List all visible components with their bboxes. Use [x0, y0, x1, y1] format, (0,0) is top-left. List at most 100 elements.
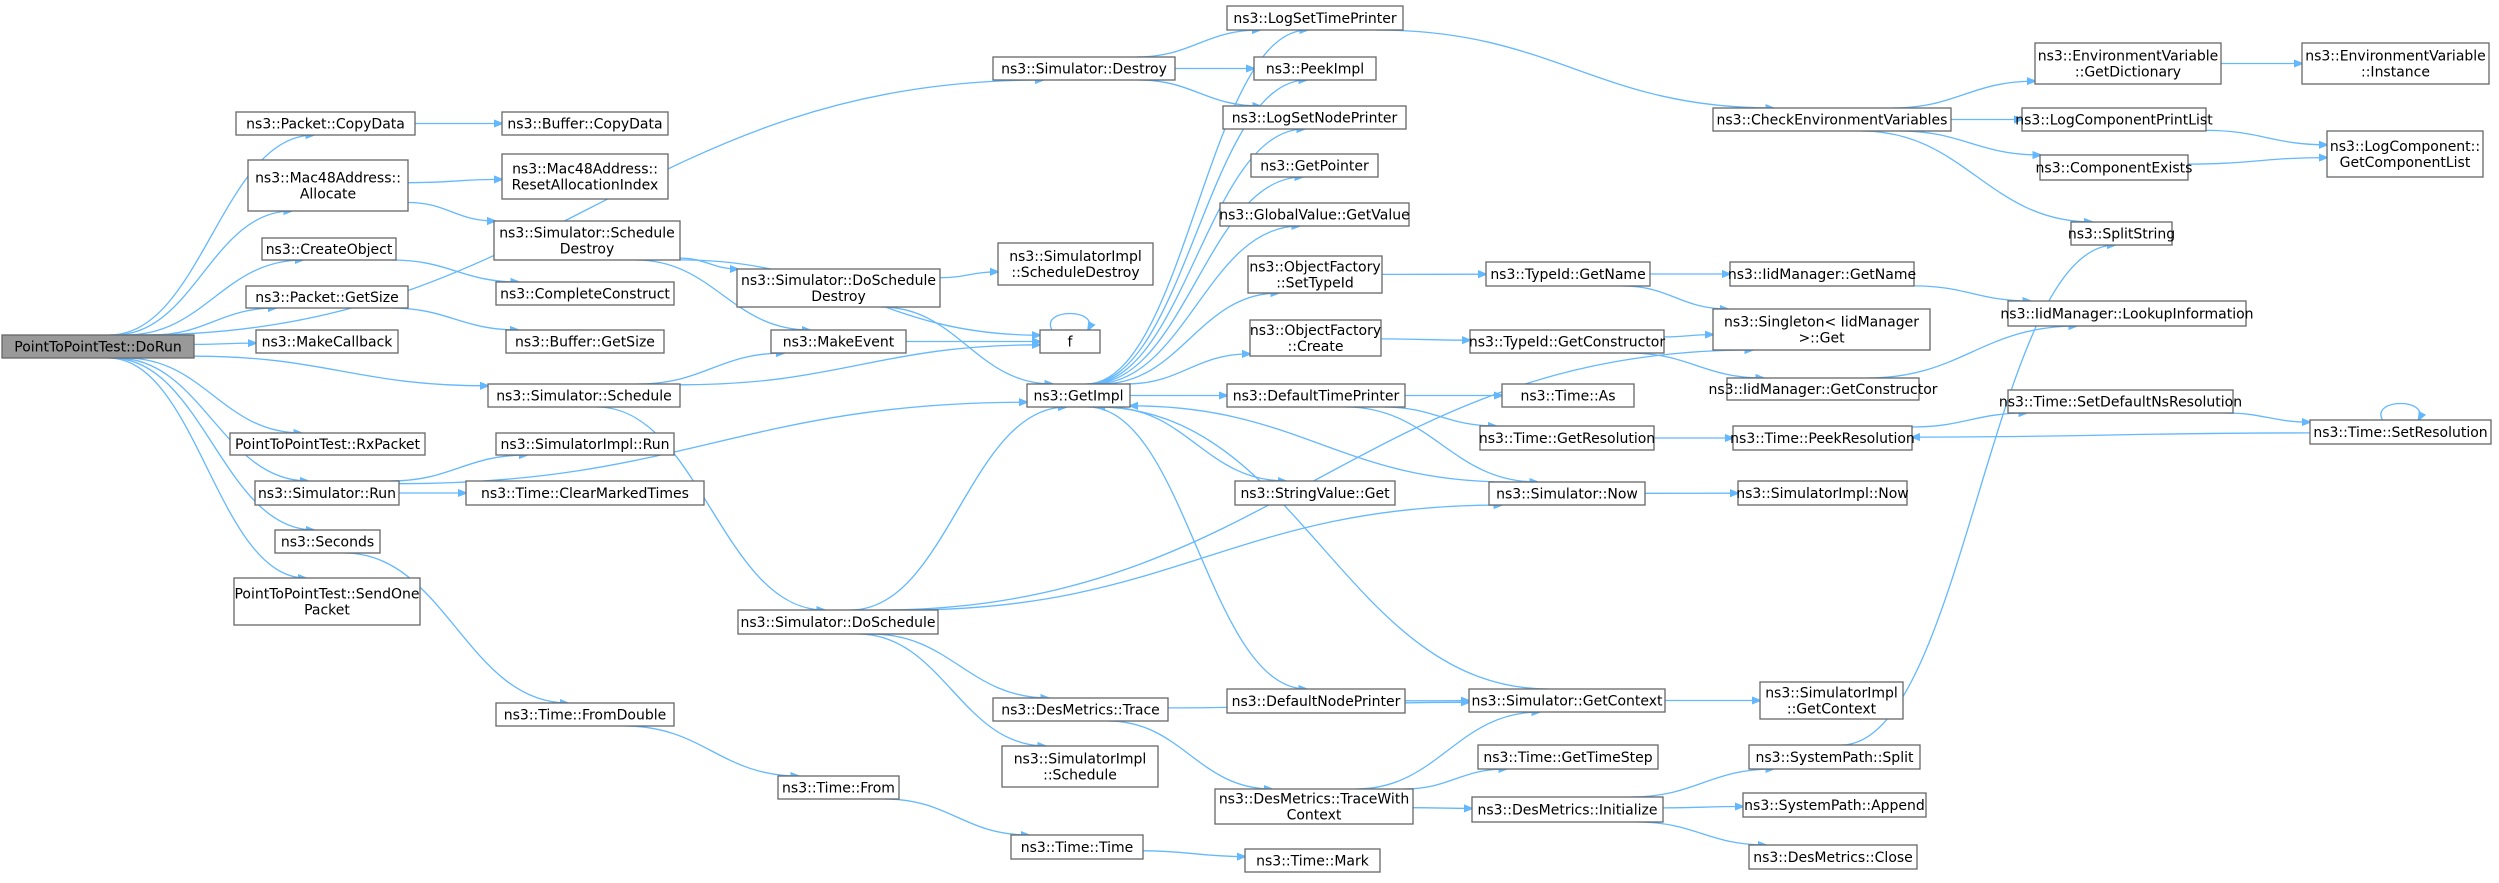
node-box[interactable]: [1748, 744, 1921, 770]
node-time_time[interactable]: ns3::Time::Time: [1010, 834, 1144, 860]
node-iid_lookup[interactable]: ns3::IidManager::LookupInformation: [2000, 300, 2254, 327]
node-simimpl_now[interactable]: ns3::SimulatorImpl::Now: [1736, 480, 1909, 506]
node-box[interactable]: [1737, 480, 1908, 506]
node-box[interactable]: [1479, 425, 1655, 451]
node-box[interactable]: [1226, 5, 1404, 31]
node-box[interactable]: [770, 329, 907, 354]
node-sim_destroy[interactable]: ns3::Simulator::Destroy: [992, 56, 1176, 81]
node-gv_getvalue[interactable]: ns3::GlobalValue::GetValue: [1219, 202, 1410, 227]
node-time_setdefault[interactable]: ns3::Time::SetDefaultNsResolution: [1999, 389, 2242, 414]
node-box[interactable]: [495, 432, 675, 456]
node-box[interactable]: [505, 329, 665, 354]
node-box[interactable]: [1471, 796, 1664, 823]
node-box[interactable]: [247, 159, 409, 212]
node-time_getres[interactable]: ns3::Time::GetResolution: [1479, 425, 1655, 451]
node-sim_getcontext[interactable]: ns3::Simulator::GetContext: [1468, 688, 1666, 713]
node-singleton_get[interactable]: ns3::Singleton< IidManager >::Get: [1712, 308, 1931, 351]
node-simimpl_schedule[interactable]: ns3::SimulatorImpl::Schedule: [1001, 745, 1159, 788]
node-get_impl[interactable]: ns3::GetImpl: [1026, 383, 1131, 408]
node-box[interactable]: [1742, 792, 1927, 818]
node-box[interactable]: [736, 268, 941, 308]
node-box[interactable]: [495, 702, 675, 727]
node-box[interactable]: [1748, 844, 1918, 870]
node-box[interactable]: [1234, 480, 1396, 506]
node-box[interactable]: [1759, 681, 1904, 720]
node-simimpl_schedule_destroy[interactable]: ns3::SimulatorImpl::ScheduleDestroy: [997, 242, 1154, 286]
node-env_instance[interactable]: ns3::EnvironmentVariable::Instance: [2301, 42, 2490, 85]
node-mac_reset[interactable]: ns3::Mac48Address::ResetAllocationIndex: [501, 153, 669, 200]
node-time_from[interactable]: ns3::Time::From: [777, 775, 900, 800]
node-split_string[interactable]: ns3::SplitString: [2068, 221, 2175, 246]
node-syspath_split[interactable]: ns3::SystemPath::Split: [1748, 744, 1921, 770]
node-check_env[interactable]: ns3::CheckEnvironmentVariables: [1712, 107, 1952, 132]
node-box[interactable]: [1712, 308, 1931, 351]
node-pkt_getsize[interactable]: ns3::Packet::GetSize: [245, 285, 409, 309]
node-box[interactable]: [1001, 745, 1159, 788]
node-box[interactable]: [1501, 383, 1635, 408]
node-box[interactable]: [501, 111, 669, 136]
node-box[interactable]: [233, 577, 421, 626]
node-box[interactable]: [1250, 153, 1379, 178]
node-box[interactable]: [1219, 202, 1410, 227]
node-des_trace[interactable]: ns3::DesMetrics::Trace: [992, 697, 1169, 722]
node-of_create[interactable]: ns3::ObjectFactory::Create: [1249, 319, 1382, 357]
node-box[interactable]: [1477, 744, 1659, 770]
node-box[interactable]: [1039, 329, 1101, 354]
node-box[interactable]: [1488, 481, 1646, 506]
node-make_callback[interactable]: ns3::MakeCallback: [255, 329, 399, 354]
node-box[interactable]: [1010, 834, 1144, 860]
node-syspath_append[interactable]: ns3::SystemPath::Append: [1742, 792, 1927, 818]
node-time_clearmarked[interactable]: ns3::Time::ClearMarkedTimes: [465, 480, 705, 506]
node-seconds[interactable]: ns3::Seconds: [274, 529, 381, 554]
node-box[interactable]: [1226, 383, 1406, 408]
node-box[interactable]: [2007, 389, 2234, 414]
node-box[interactable]: [1729, 261, 1915, 287]
node-sim_now[interactable]: ns3::Simulator::Now: [1488, 481, 1646, 506]
node-box[interactable]: [1244, 848, 1381, 873]
node-box[interactable]: [2070, 221, 2173, 246]
node-sim_doschedule[interactable]: ns3::Simulator::DoSchedule: [737, 609, 939, 635]
node-log_setnode[interactable]: ns3::LogSetNodePrinter: [1222, 105, 1407, 130]
node-of_settypeid[interactable]: ns3::ObjectFactory::SetTypeId: [1247, 255, 1383, 294]
node-create_object[interactable]: ns3::CreateObject: [261, 237, 397, 261]
node-box[interactable]: [493, 220, 681, 261]
node-box[interactable]: [2034, 42, 2222, 85]
node-box[interactable]: [1214, 788, 1414, 825]
node-box[interactable]: [1468, 688, 1666, 713]
node-simimpl_run[interactable]: ns3::SimulatorImpl::Run: [495, 432, 675, 456]
node-box[interactable]: [2301, 42, 2490, 85]
node-box[interactable]: [997, 242, 1154, 286]
node-iid_getname[interactable]: ns3::IidManager::GetName: [1728, 261, 1916, 287]
node-box[interactable]: [1726, 377, 1920, 401]
node-box[interactable]: [1026, 383, 1131, 408]
node-make_event[interactable]: ns3::MakeEvent: [770, 329, 907, 354]
node-des_init[interactable]: ns3::DesMetrics::Initialize: [1471, 796, 1664, 823]
node-log_getlist[interactable]: ns3::LogComponent::GetComponentList: [2326, 130, 2484, 178]
node-time_peekres[interactable]: ns3::Time::PeekResolution: [1730, 425, 1915, 451]
node-box[interactable]: [1, 334, 195, 359]
node-f[interactable]: f: [1039, 329, 1101, 354]
node-default_time_printer[interactable]: ns3::DefaultTimePrinter: [1226, 383, 1406, 408]
node-box[interactable]: [2007, 300, 2247, 327]
node-dorun[interactable]: PointToPointTest::DoRun: [1, 334, 195, 359]
node-rx_packet[interactable]: PointToPointTest::RxPacket: [229, 432, 426, 456]
node-default_node_printer[interactable]: ns3::DefaultNodePrinter: [1226, 688, 1406, 714]
node-box[interactable]: [992, 56, 1176, 81]
node-time_mark[interactable]: ns3::Time::Mark: [1244, 848, 1381, 873]
node-box[interactable]: [235, 111, 416, 136]
node-stringvalue_get[interactable]: ns3::StringValue::Get: [1234, 480, 1396, 506]
node-box[interactable]: [1732, 425, 1913, 451]
node-iid_getctor[interactable]: ns3::IidManager::GetConstructor: [1708, 377, 1938, 401]
node-box[interactable]: [1485, 261, 1651, 287]
node-comp_exists[interactable]: ns3::ComponentExists: [2036, 154, 2193, 181]
node-box[interactable]: [2021, 107, 2207, 132]
node-box[interactable]: [274, 529, 381, 554]
node-box[interactable]: [1247, 255, 1383, 294]
node-get_pointer[interactable]: ns3::GetPointer: [1250, 153, 1379, 178]
node-sim_schedule_destroy[interactable]: ns3::Simulator::ScheduleDestroy: [493, 220, 681, 261]
node-box[interactable]: [487, 383, 681, 408]
node-pkt_copydata[interactable]: ns3::Packet::CopyData: [235, 111, 416, 136]
node-box[interactable]: [465, 480, 705, 506]
